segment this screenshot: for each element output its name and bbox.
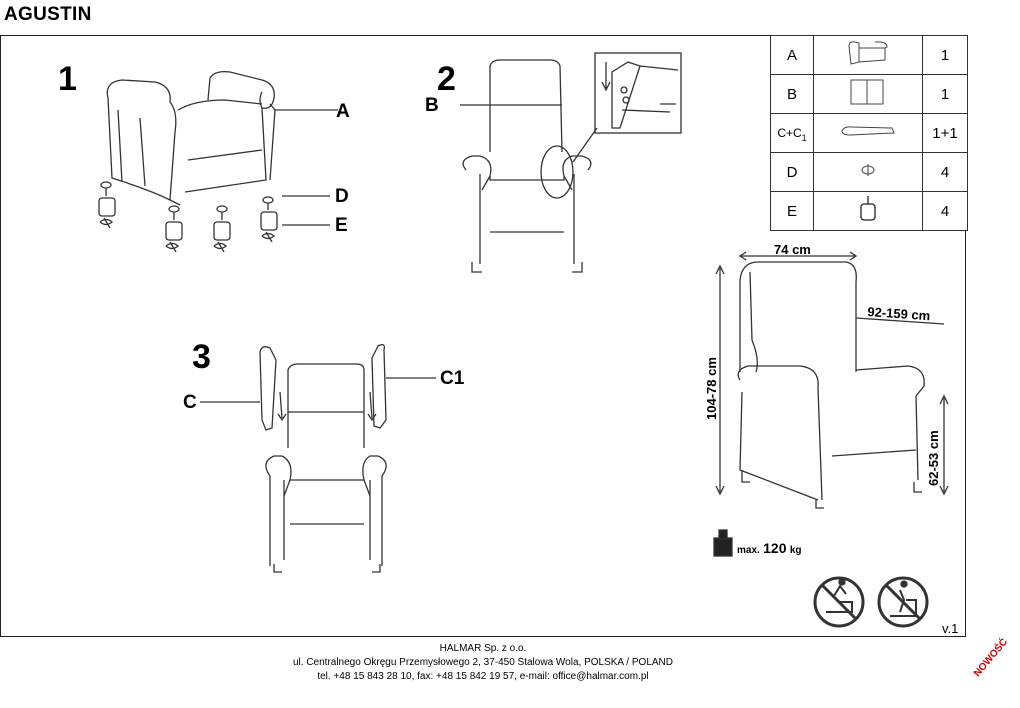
bolt-icon (813, 152, 923, 192)
callout-d: D (335, 186, 349, 207)
part-label-main: C+C (777, 125, 802, 140)
no-standing-on-chair-icon (813, 576, 865, 628)
callout-a: A (336, 101, 350, 122)
footer-company: HALMAR Sp. z o.o. (439, 643, 527, 654)
table-row: D 4 (770, 152, 968, 192)
no-climbing-icon (877, 576, 929, 628)
callout-e: E (335, 215, 348, 236)
max-weight: max. 120 kg (737, 540, 802, 556)
backrest-icon (813, 74, 923, 114)
step1-feet (98, 181, 278, 253)
dimension-width: 74 cm (774, 242, 811, 257)
weight-icon (713, 529, 733, 557)
footer-contact: tel. +48 15 843 28 10, fax: +48 15 842 1… (317, 671, 649, 682)
part-label: A (770, 35, 814, 75)
part-qty: 1+1 (922, 113, 968, 153)
footer-address: ul. Centralnego Okręgu Przemysłowego 2, … (292, 657, 673, 668)
dimension-seat-height: 62-53 cm (926, 430, 941, 486)
part-label: C+C1 (770, 113, 814, 153)
part-label-sub: 1 (801, 132, 807, 143)
side-wing-icon (813, 113, 923, 153)
max-weight-prefix: max. (737, 545, 760, 556)
step-number-2: 2 (437, 60, 456, 98)
part-qty: 4 (922, 191, 968, 231)
part-label: B (770, 74, 814, 114)
table-row: A 1 (770, 35, 968, 75)
callout-b: B (425, 95, 439, 116)
part-label: E (770, 191, 814, 231)
armchair-body-icon (813, 35, 923, 75)
foot-icon (813, 191, 923, 231)
table-row: E 4 (770, 191, 968, 231)
parts-table: A 1 B 1 C+C1 1+1 D 4 (770, 35, 968, 231)
table-row: B 1 (770, 74, 968, 114)
dimension-height: 104-78 cm (704, 357, 719, 420)
step-number-3: 3 (192, 338, 211, 376)
step1-armchair-drawing (98, 70, 338, 253)
part-qty: 1 (922, 35, 968, 75)
max-weight-value: 120 (763, 540, 787, 556)
step3-armchair-drawing (200, 344, 436, 573)
callout-c: C (183, 392, 197, 413)
callout-c1: C1 (440, 368, 465, 389)
instruction-frame (0, 35, 966, 637)
part-qty: 4 (922, 152, 968, 192)
part-label: D (770, 152, 814, 192)
dimension-armchair-drawing (715, 251, 949, 509)
table-row: C+C1 1+1 (770, 113, 968, 153)
version-label: v.1 (942, 621, 959, 636)
part-qty: 1 (922, 74, 968, 114)
product-title: AGUSTIN (4, 4, 92, 25)
max-weight-unit: kg (789, 545, 802, 556)
step2-armchair-drawing (460, 52, 682, 273)
step-number-1: 1 (58, 60, 77, 98)
